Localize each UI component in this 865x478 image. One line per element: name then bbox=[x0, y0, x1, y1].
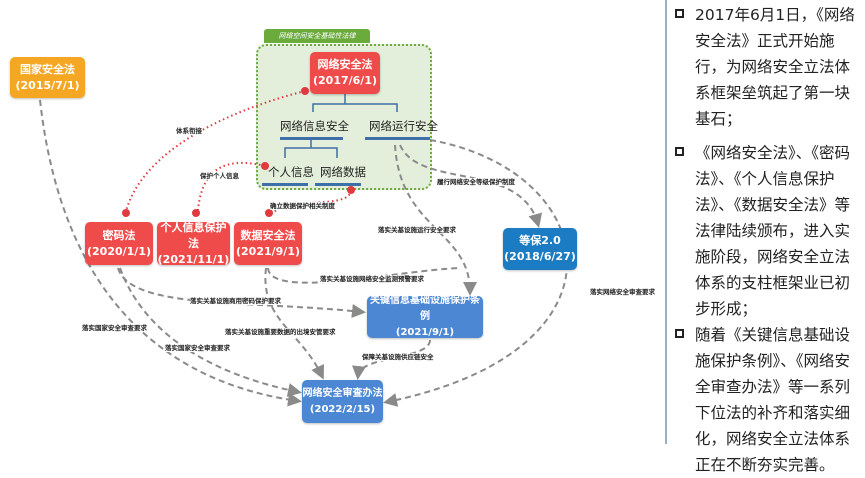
note-text: 随着《关键信息基础设施保护条例》、《网络安全审查办法》等一系列下位法的补齐和落实… bbox=[695, 326, 851, 474]
underline bbox=[262, 183, 308, 186]
node-title: 国家安全法 bbox=[20, 62, 75, 76]
edge-label: 落实关基设施重要数据的出境安管要求 bbox=[225, 328, 336, 336]
underline bbox=[365, 137, 430, 140]
edge-label: 体系衔接 bbox=[176, 127, 202, 135]
node-review-measures: 网络安全审查办法 (2022/2/15) bbox=[302, 380, 383, 423]
edge-label: 落实关基设施网络安全监测预警要求 bbox=[320, 275, 424, 283]
edge-label: 确立数据保护相关制度 bbox=[270, 202, 335, 210]
edge-national-to-review bbox=[39, 99, 302, 407]
tree-network-data: 网络数据 bbox=[320, 165, 366, 179]
notes-panel: 2017年6月1日，《网络安全法》正式开始施行，为网络安全立法体系框架垒筑起了第… bbox=[665, 0, 865, 474]
node-pipl: 个人信息保护法 (2021/11/1) bbox=[157, 220, 230, 266]
dashed-edges bbox=[39, 99, 568, 407]
node-data-security-law: 数据安全法 (2021/9/1) bbox=[234, 222, 302, 265]
underline bbox=[280, 137, 343, 140]
node-date: (2021/9/1) bbox=[235, 244, 300, 258]
node-date: (2021/11/1) bbox=[157, 252, 230, 266]
edge-crypto-to-review bbox=[119, 267, 302, 397]
note-text: 2017年6月1日，《网络安全法》正式开始施行，为网络安全立法体系框架垒筑起了第… bbox=[695, 6, 855, 128]
node-cii-regulation: 关键信息基础设施保护条例 (2021/9/1) bbox=[367, 295, 483, 338]
edge-ops-to-review bbox=[383, 139, 568, 407]
node-date: (2017/6/1) bbox=[312, 74, 377, 87]
node-crypto-law: 密码法 (2020/1/1) bbox=[85, 222, 153, 265]
note-item: 《网络安全法》、《密码法》、《个人信息保护法》、《数据安全法》等法律陆续颁布，进… bbox=[675, 140, 865, 322]
node-title: 数据安全法 bbox=[240, 228, 296, 242]
edge-label: 履行网络安全等级保护制度 bbox=[437, 178, 515, 186]
node-title: 密码法 bbox=[102, 228, 136, 242]
node-date: (2022/2/15) bbox=[309, 403, 376, 415]
node-cybersecurity-law: 网络安全法 (2017/6/1) bbox=[310, 52, 380, 94]
tree-personal-info: 个人信息 bbox=[268, 165, 314, 179]
node-date: (2021/9/1) bbox=[395, 327, 455, 338]
group-label: 网络空间安全基础性法律 bbox=[264, 29, 370, 43]
edge-label: 落实关基设施运行安全要求 bbox=[378, 226, 456, 234]
checkbox-bullet-icon bbox=[675, 147, 684, 156]
edge-label: 保护个人信息 bbox=[200, 172, 239, 180]
edges-layer bbox=[39, 87, 568, 407]
note-item: 2017年6月1日，《网络安全法》正式开始施行，为网络安全立法体系框架垒筑起了第… bbox=[675, 2, 865, 132]
node-title: 网络安全法 bbox=[317, 58, 373, 71]
checkbox-bullet-icon bbox=[675, 9, 684, 18]
edge-label: 落实国家安全审查要求 bbox=[82, 324, 147, 332]
tree-ops-security: 网络运行安全 bbox=[369, 119, 438, 133]
edge-label: 保障关基设施供应链安全 bbox=[362, 353, 434, 361]
node-title: 等保2.0 bbox=[519, 234, 561, 247]
node-date: (2020/1/1) bbox=[86, 244, 151, 258]
edge-ops-to-mlps bbox=[399, 144, 543, 228]
node-title: 个人信息保护法 bbox=[160, 220, 227, 250]
checkbox-bullet-icon bbox=[675, 329, 684, 338]
node-date: (2018/6/27) bbox=[504, 250, 576, 263]
tree-info-security: 网络信息安全 bbox=[280, 119, 349, 133]
node-title: 关键信息基础设施保护条例 bbox=[370, 295, 480, 322]
node-mlps: 等保2.0 (2018/6/27) bbox=[503, 228, 577, 270]
note-text: 《网络安全法》、《密码法》、《个人信息保护法》、《数据安全法》等法律陆续颁布，进… bbox=[695, 144, 851, 318]
node-title: 网络安全审查办法 bbox=[302, 387, 383, 399]
tree-brackets bbox=[284, 94, 398, 158]
edge-data-to-review bbox=[264, 267, 324, 380]
node-national-security-law: 国家安全法 (2015/7/1) bbox=[10, 57, 85, 98]
node-date: (2015/7/1) bbox=[15, 78, 80, 92]
edge-label: 落实关基设施商用密码保护要求 bbox=[190, 297, 281, 305]
note-item: 随着《关键信息基础设施保护条例》、《网络安全审查办法》等一系列下位法的补齐和落实… bbox=[675, 322, 865, 478]
dotted-edges bbox=[124, 90, 352, 216]
edge-label: 落实国家安全审查要求 bbox=[165, 344, 230, 352]
connector-dots bbox=[122, 87, 355, 217]
edge-label: 落实网络安全审查要求 bbox=[590, 288, 655, 296]
underline bbox=[315, 183, 361, 186]
